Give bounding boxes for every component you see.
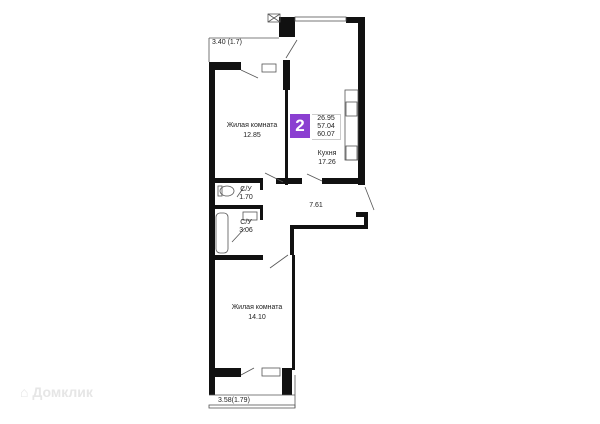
balcony-top-area: 3.40 (1.7) bbox=[212, 39, 242, 46]
area-summary: 26.95 57.04 60.07 bbox=[312, 114, 341, 140]
bathroom-1-area: 1.70 bbox=[239, 194, 253, 201]
total-area: 57.04 bbox=[317, 123, 335, 130]
living-room-1-area: 12.85 bbox=[243, 132, 261, 139]
windows-and-doors bbox=[208, 13, 375, 409]
living-area: 26.95 bbox=[317, 115, 335, 122]
house-icon: ⌂ bbox=[20, 384, 33, 400]
kitchen-name: Кухня bbox=[317, 150, 337, 157]
living-room-2-area: 14.10 bbox=[248, 314, 266, 321]
rooms-count-badge: 2 bbox=[290, 114, 310, 138]
bathroom-2-area: 3.06 bbox=[239, 227, 253, 234]
bathroom-2-name: С/У bbox=[240, 219, 252, 226]
walls bbox=[209, 17, 368, 395]
hall-area: 7.61 bbox=[309, 202, 323, 209]
bathroom-1-name: С/У bbox=[240, 186, 252, 193]
overall-area: 60.07 bbox=[317, 131, 335, 138]
balcony-bottom-area: 3.58(1.79) bbox=[218, 397, 250, 404]
living-room-1-name: Жилая комната bbox=[226, 122, 278, 129]
kitchen-area: 17.26 bbox=[318, 159, 336, 166]
watermark-logo: ⌂ Домклик bbox=[20, 384, 93, 400]
living-room-2-name: Жилая комната bbox=[231, 304, 283, 311]
